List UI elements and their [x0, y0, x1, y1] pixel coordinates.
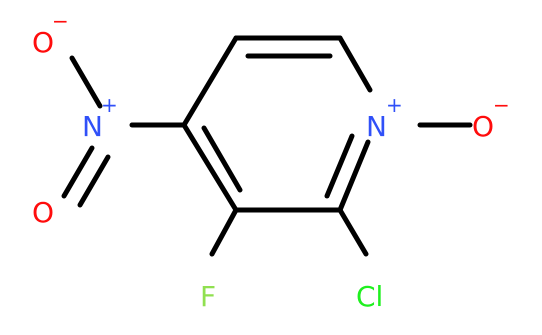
atom-f: F — [200, 280, 216, 313]
charge-o-top: − — [52, 9, 69, 33]
charge-o-noxide: − — [493, 93, 510, 117]
atom-labels: O − N + O N + O − F Cl — [32, 9, 510, 313]
bond-c4-c5 — [181, 35, 239, 128]
atom-n-nitro: N — [82, 110, 103, 143]
atom-o-top: O — [32, 26, 54, 59]
bond-c3-c4 — [181, 122, 239, 213]
bond-c3-f — [209, 207, 239, 257]
atom-cl: Cl — [356, 280, 383, 313]
bond-n1-c2-inner — [324, 133, 355, 199]
bond-c6-n1 — [337, 35, 373, 93]
bond-c2-cl — [337, 207, 369, 257]
bond-nnitro-olower — [61, 145, 95, 199]
atom-o-noxide: O — [472, 110, 494, 143]
atom-o-lower: O — [32, 196, 54, 229]
bond-n1-c2 — [337, 139, 371, 213]
bond-nnitro-otop — [69, 55, 103, 109]
bond-nnitro-olower-inner — [77, 154, 111, 208]
charge-n-ring: + — [386, 93, 403, 117]
charge-n-nitro: + — [101, 93, 118, 117]
bonds — [61, 35, 473, 257]
bond-c3-c4-inner — [201, 125, 243, 193]
atom-n-ring: N — [366, 110, 387, 143]
